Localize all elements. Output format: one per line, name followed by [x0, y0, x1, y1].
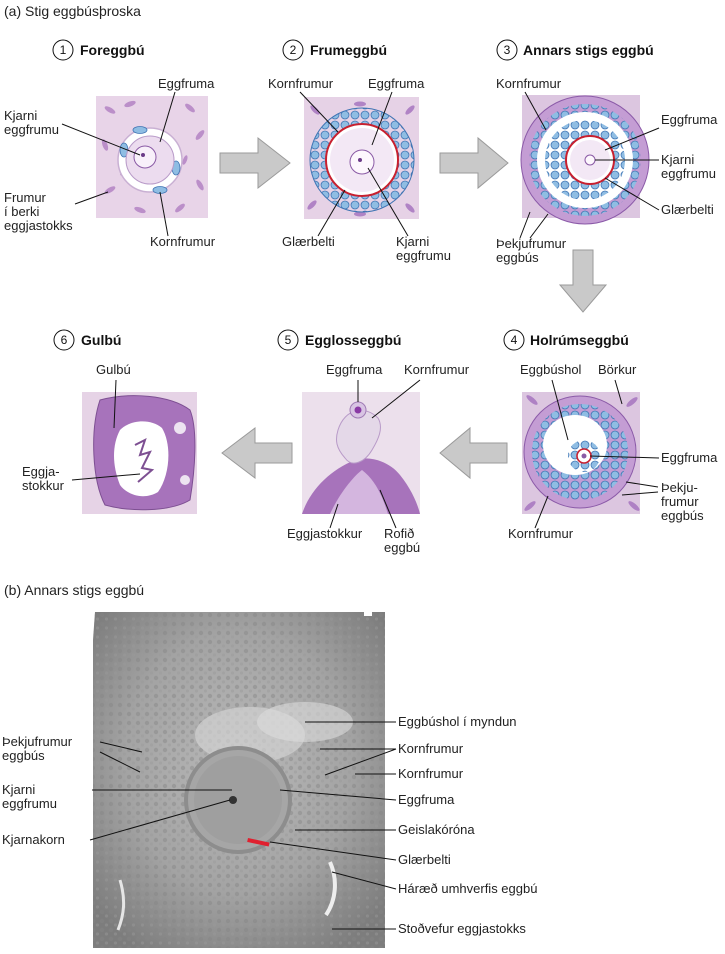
s2-label-kjarni-2: eggfrumu: [396, 248, 451, 263]
s1-label-frumur-1: Frumur: [4, 190, 47, 205]
arrow-4-to-5-icon: [439, 426, 508, 480]
section-b-title: (b) Annars stigs eggbú: [4, 582, 144, 598]
stage-3-title: 3 Annars stigs eggbú: [496, 39, 654, 61]
stage-5-number: 5: [285, 333, 292, 347]
stage-2-number: 2: [290, 43, 297, 57]
s5-label-eggjastokkur: Eggjastokkur: [287, 526, 363, 541]
s1-label-frumur-3: eggjastokks: [4, 218, 73, 233]
s3-label-kornfrumur: Kornfrumur: [496, 76, 562, 91]
stage-5-illustration: [302, 392, 420, 514]
s5-label-rofid-1: Rofið: [384, 526, 414, 541]
stage-4-number: 4: [511, 333, 518, 347]
stage-1-illustration: [96, 96, 208, 218]
s1-label-kornfrumur: Kornfrumur: [150, 234, 216, 249]
stage-6-illustration: [82, 392, 197, 514]
micro-label-r1: Kornfrumur: [398, 741, 464, 756]
s3-label-kjarni-2: eggfrumu: [661, 166, 716, 181]
arrow-3-to-4-icon: [558, 249, 608, 313]
s1-label-frumur-2: í berki: [4, 204, 40, 219]
stage-6-number: 6: [61, 333, 68, 347]
stage-4-illustration: [522, 392, 640, 514]
stage-5-title: 5 Egglosseggbú: [277, 329, 401, 351]
micro-label-r2: Kornfrumur: [398, 766, 464, 781]
micro-label-thekju-2: eggbús: [2, 748, 45, 763]
s6-label-eggja-1: Eggja-: [22, 464, 60, 479]
s5-label-eggfruma: Eggfruma: [326, 362, 383, 377]
s5-label-rofid-2: eggbú: [384, 540, 420, 555]
s3-label-eggfruma: Eggfruma: [661, 112, 718, 127]
stage-1-name: Foreggbú: [80, 42, 145, 58]
micro-label-r5: Glærbelti: [398, 852, 451, 867]
micro-label-r4: Geislakóróna: [398, 822, 475, 837]
s6-label-eggja-2: stokkur: [22, 478, 65, 493]
arrow-2-to-3-icon: [439, 136, 509, 190]
s3-label-glaerbelti: Glærbelti: [661, 202, 714, 217]
s4-label-borkur: Börkur: [598, 362, 637, 377]
arrow-1-to-2-icon: [219, 136, 291, 190]
stage-1-title: 1 Foreggbú: [52, 39, 145, 61]
section-a-title: (a) Stig eggbúsþroska: [4, 3, 141, 19]
s5-label-kornfrumur: Kornfrumur: [404, 362, 470, 377]
s1-label-kjarni-1: Kjarni: [4, 108, 37, 123]
s2-label-glaerbelti: Glærbelti: [282, 234, 335, 249]
micro-label-kjarni-1: Kjarni: [2, 782, 35, 797]
s4-label-thekju-3: eggbús: [661, 508, 704, 523]
s3-label-kjarni-1: Kjarni: [661, 152, 694, 167]
s2-label-kjarni-1: Kjarni: [396, 234, 429, 249]
s4-label-thekju-2: frumur: [661, 494, 699, 509]
s2-label-eggfruma: Eggfruma: [368, 76, 425, 91]
stage-2-title: 2 Frumeggbú: [282, 39, 387, 61]
stage-6-title: 6 Gulbú: [53, 329, 121, 351]
stage-1-number: 1: [60, 43, 67, 57]
stage-2-name: Frumeggbú: [310, 42, 387, 58]
s6-label-gulbu: Gulbú: [96, 362, 131, 377]
micro-label-r7: Stoðvefur eggjastokks: [398, 921, 526, 936]
stage-4-title: 4 Holrúmseggbú: [503, 329, 629, 351]
s3-label-thekju-2: eggbús: [496, 250, 539, 265]
s4-label-eggfruma: Eggfruma: [661, 450, 718, 465]
stage-2-illustration: [304, 97, 419, 219]
stage-3-illustration: [520, 95, 650, 225]
stage-5-name: Egglosseggbú: [305, 332, 401, 348]
stage-3-number: 3: [504, 43, 511, 57]
micro-label-kjarnakorn: Kjarnakorn: [2, 832, 65, 847]
stage-4-name: Holrúmseggbú: [530, 332, 629, 348]
s2-label-kornfrumur: Kornfrumur: [268, 76, 334, 91]
micro-label-kjarni-2: eggfrumu: [2, 796, 57, 811]
stage-6-name: Gulbú: [81, 332, 121, 348]
micro-label-r3: Eggfruma: [398, 792, 455, 807]
stage-3-name: Annars stigs eggbú: [523, 42, 654, 58]
s4-label-eggbushol: Eggbúshol: [520, 362, 582, 377]
micro-label-r6: Háræð umhverfis eggbú: [398, 881, 537, 896]
secondary-follicle-micrograph: [93, 612, 385, 948]
s1-label-kjarni-2: eggfrumu: [4, 122, 59, 137]
s1-label-eggfruma: Eggfruma: [158, 76, 215, 91]
micro-label-thekju-1: Þekjufrumur: [2, 734, 73, 749]
s4-label-kornfrumur: Kornfrumur: [508, 526, 574, 541]
arrow-5-to-6-icon: [221, 426, 293, 480]
micro-label-r0: Eggbúshol í myndun: [398, 714, 517, 729]
s4-label-thekju-1: Þekju-: [661, 480, 698, 495]
s3-label-thekju-1: Þekjufrumur: [496, 236, 567, 251]
